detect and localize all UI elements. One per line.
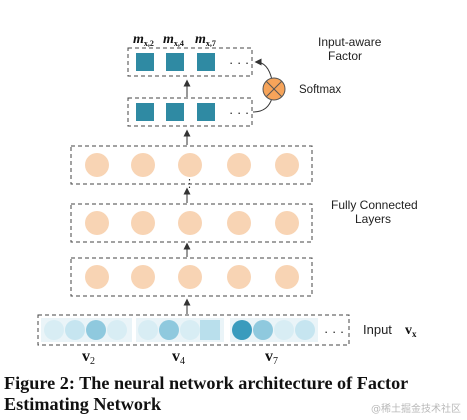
embedding-cell	[274, 320, 294, 340]
group-label-v2-letter: v	[82, 348, 90, 365]
factor-row-ellipsis: · · ·	[229, 55, 249, 70]
neuron	[178, 211, 202, 235]
group-label-v4: v4	[172, 348, 185, 367]
embedding-group-v7	[230, 318, 318, 342]
group-label-v4-letter: v	[172, 348, 180, 365]
softmax-arrow-out	[254, 58, 273, 81]
input-symbol: vx	[405, 323, 417, 339]
figure-caption: Figure 2: The neural network architectur…	[4, 373, 466, 415]
neuron	[178, 153, 202, 177]
embedding-cell	[86, 320, 106, 340]
pre-softmax-ellipsis: · · ·	[229, 105, 249, 120]
group-label-v7-sub: 7	[273, 356, 278, 367]
pre-softmax-box	[127, 97, 253, 127]
fc-layer-middle	[70, 203, 313, 243]
group-label-v7-letter: v	[265, 348, 273, 365]
embedding-group-v2	[41, 318, 132, 342]
group-label-v7: v7	[265, 348, 278, 367]
input-symbol-sub: x	[412, 329, 417, 339]
input-symbol-letter: v	[405, 323, 412, 338]
factor-label-2-letter: m	[163, 32, 174, 47]
embedding-cell	[65, 320, 85, 340]
fc-layer-top	[70, 145, 313, 185]
softmax-label: Softmax	[299, 84, 341, 96]
fc-label-line1: Fully Connected	[331, 198, 418, 212]
softmax-cross-2	[266, 81, 282, 97]
fc-label-line2: Layers	[355, 212, 391, 226]
factor-output-box	[127, 47, 253, 77]
neuron	[275, 153, 299, 177]
neuron	[275, 211, 299, 235]
fc-layer-top-box	[70, 145, 313, 185]
group-label-v2-sub: 2	[90, 356, 95, 367]
neuron	[85, 153, 109, 177]
embedding-cell	[232, 320, 252, 340]
factor-square-1	[136, 53, 154, 71]
factor-label-2-sub: x,4	[174, 39, 184, 48]
neuron	[178, 265, 202, 289]
neuron	[85, 211, 109, 235]
fc-layer-middle-box	[70, 203, 313, 243]
group-label-v2: v2	[82, 348, 95, 367]
caption-line1: Figure 2: The neural network architectur…	[4, 373, 409, 393]
factor-square-3	[197, 53, 215, 71]
neuron	[85, 265, 109, 289]
softmax-node: Softmax	[252, 58, 341, 113]
embedding-cell	[107, 320, 127, 340]
neuron	[131, 153, 155, 177]
embedding-group-v4	[136, 318, 224, 342]
embedding-cell	[295, 320, 315, 340]
factor-labels: mx,2 mx,4 mx,7	[133, 32, 216, 48]
caption-line2: Estimating Network	[4, 394, 162, 414]
neuron	[227, 265, 251, 289]
neuron	[275, 265, 299, 289]
input-layer-box	[37, 314, 350, 346]
fc-layer-bottom-box	[70, 257, 313, 297]
embedding-cell	[253, 320, 273, 340]
fc-layer-bottom	[70, 257, 313, 297]
neuron	[227, 153, 251, 177]
pre-softmax-row: · · ·	[127, 97, 253, 127]
group-label-v4-sub: 4	[180, 356, 185, 367]
svg-text:mx,2: mx,2	[133, 32, 154, 48]
embedding-cell	[200, 320, 220, 340]
input-label-text: Input	[363, 322, 392, 337]
factor-square-2	[166, 53, 184, 71]
input-layer: · · ·	[37, 314, 350, 346]
svg-text:mx,7: mx,7	[195, 32, 216, 48]
pre-softmax-square-1	[136, 103, 154, 121]
factor-label-1-sub: x,2	[144, 39, 154, 48]
factor-title-line1: Input-aware	[318, 35, 382, 49]
embedding-cell	[159, 320, 179, 340]
pre-softmax-square-2	[166, 103, 184, 121]
neuron	[131, 211, 155, 235]
factor-label-3-sub: x,7	[206, 39, 216, 48]
watermark: @稀土掘金技术社区	[371, 404, 461, 415]
pre-softmax-square-3	[197, 103, 215, 121]
svg-text:mx,4: mx,4	[163, 32, 184, 48]
neuron	[227, 211, 251, 235]
embedding-cell	[138, 320, 158, 340]
factor-label-3-letter: m	[195, 32, 206, 47]
input-row-ellipsis: · · ·	[324, 324, 344, 339]
factor-output-row: · · ·	[127, 47, 253, 77]
factor-title-line2: Factor	[328, 49, 362, 63]
neuron	[131, 265, 155, 289]
embedding-cell	[180, 320, 200, 340]
input-label: Input	[363, 322, 392, 337]
factor-label-1-letter: m	[133, 32, 144, 47]
softmax-arrow-in	[252, 97, 273, 113]
embedding-cell	[44, 320, 64, 340]
